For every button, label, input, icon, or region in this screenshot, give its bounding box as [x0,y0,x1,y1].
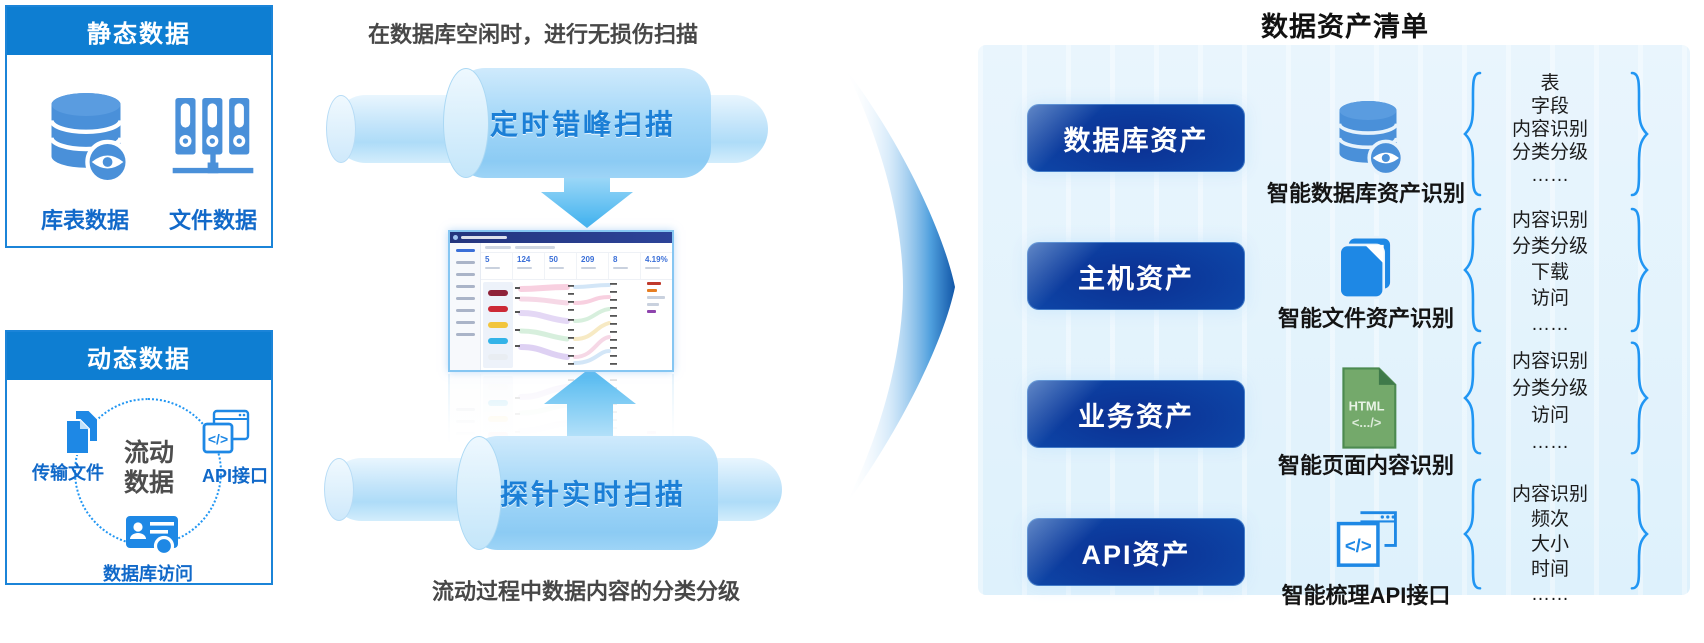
open-brace-icon [1463,341,1482,455]
mini-severity-pills [483,282,513,368]
api-code-windows-icon: </> [1336,511,1397,567]
dynamic-data-title: 动态数据 [7,332,271,380]
flow-data-label: 流动 数据 [123,439,174,497]
transfer-file-icon [65,409,99,455]
business-asset-button[interactable]: 业务资产 [1027,380,1245,448]
api-port-label: API接口 [201,466,268,486]
svg-text:<.../>: <.../> [1352,415,1382,430]
mini-sankey-area [481,279,672,370]
big-right-arrow [845,68,955,506]
table-data-label: 库表数据 [40,208,129,233]
db-asset-recognition-label: 智能数据库资产识别 [1266,181,1465,206]
probe-scan-label: 探针实时扫描 [499,479,686,510]
scheduled-scan-label: 定时错峰扫描 [489,109,676,140]
file-binders-icon [172,98,254,174]
host-asset-feature-list: 内容识别分类分级 下载访问 …… [1511,210,1588,335]
static-data-title: 静态数据 [7,7,271,55]
cylinder-scheduled-scan: 定时错峰扫描 [443,68,711,178]
database-asset-button[interactable]: 数据库资产 [1027,104,1245,172]
db-access-card-icon [126,516,178,561]
close-brace-icon [1630,71,1649,197]
mini-stats-row: 5 124 50 209 8 4.19% [481,253,672,280]
html-file-icon: HTML <.../> [1342,367,1397,449]
close-brace-icon [1630,478,1649,590]
api-window-icon: </> [202,409,250,454]
close-brace-icon [1630,341,1649,455]
cylinder-probe-scan: 探针实时扫描 [456,436,718,550]
mini-legend [645,282,671,317]
database-eye-icon [49,93,130,185]
file-pages-icon [1338,235,1393,300]
file-data-label: 文件数据 [168,208,257,233]
host-asset-button[interactable]: 主机资产 [1027,242,1245,310]
mini-dashboard-titlebar [450,232,672,243]
top-caption: 在数据库空闲时，进行无损伤扫描 [367,22,698,47]
open-brace-icon [1463,207,1482,333]
open-brace-icon [1463,71,1482,197]
db-access-label: 数据库访问 [103,564,193,584]
db-asset-feature-list: 表字段 内容识别分类分级 …… [1511,73,1588,186]
close-brace-icon [1630,207,1649,333]
svg-text:</>: </> [1345,535,1372,556]
api-asset-button[interactable]: API资产 [1027,518,1245,586]
page-content-recognition-label: 智能页面内容识别 [1277,453,1454,478]
open-brace-icon [1463,478,1482,590]
business-asset-feature-list: 内容识别分类分级 访问…… [1511,351,1588,453]
dynamic-data-box: 动态数据 [5,330,273,585]
api-asset-feature-list: 内容识别频次 大小时间 …… [1511,484,1588,605]
mini-main: 5 124 50 209 8 4.19% [481,243,672,370]
mini-sankey-chart [515,283,617,365]
mini-sidebar [450,243,481,370]
mini-dashboard: 5 124 50 209 8 4.19% [448,230,674,372]
mini-logo [453,235,458,240]
database-eye-icon [1337,101,1405,177]
api-sorting-label: 智能梳理API接口 [1281,583,1451,608]
svg-text:</>: </> [208,431,228,447]
bottom-caption: 流动过程中数据内容的分类分级 [431,579,740,604]
transfer-file-label: 传输文件 [32,463,104,483]
static-data-box: 静态数据 [5,5,273,248]
panel-title: 数据资产清单 [1261,12,1429,42]
svg-text:HTML: HTML [1349,399,1385,414]
file-asset-recognition-label: 智能文件资产识别 [1277,306,1454,331]
